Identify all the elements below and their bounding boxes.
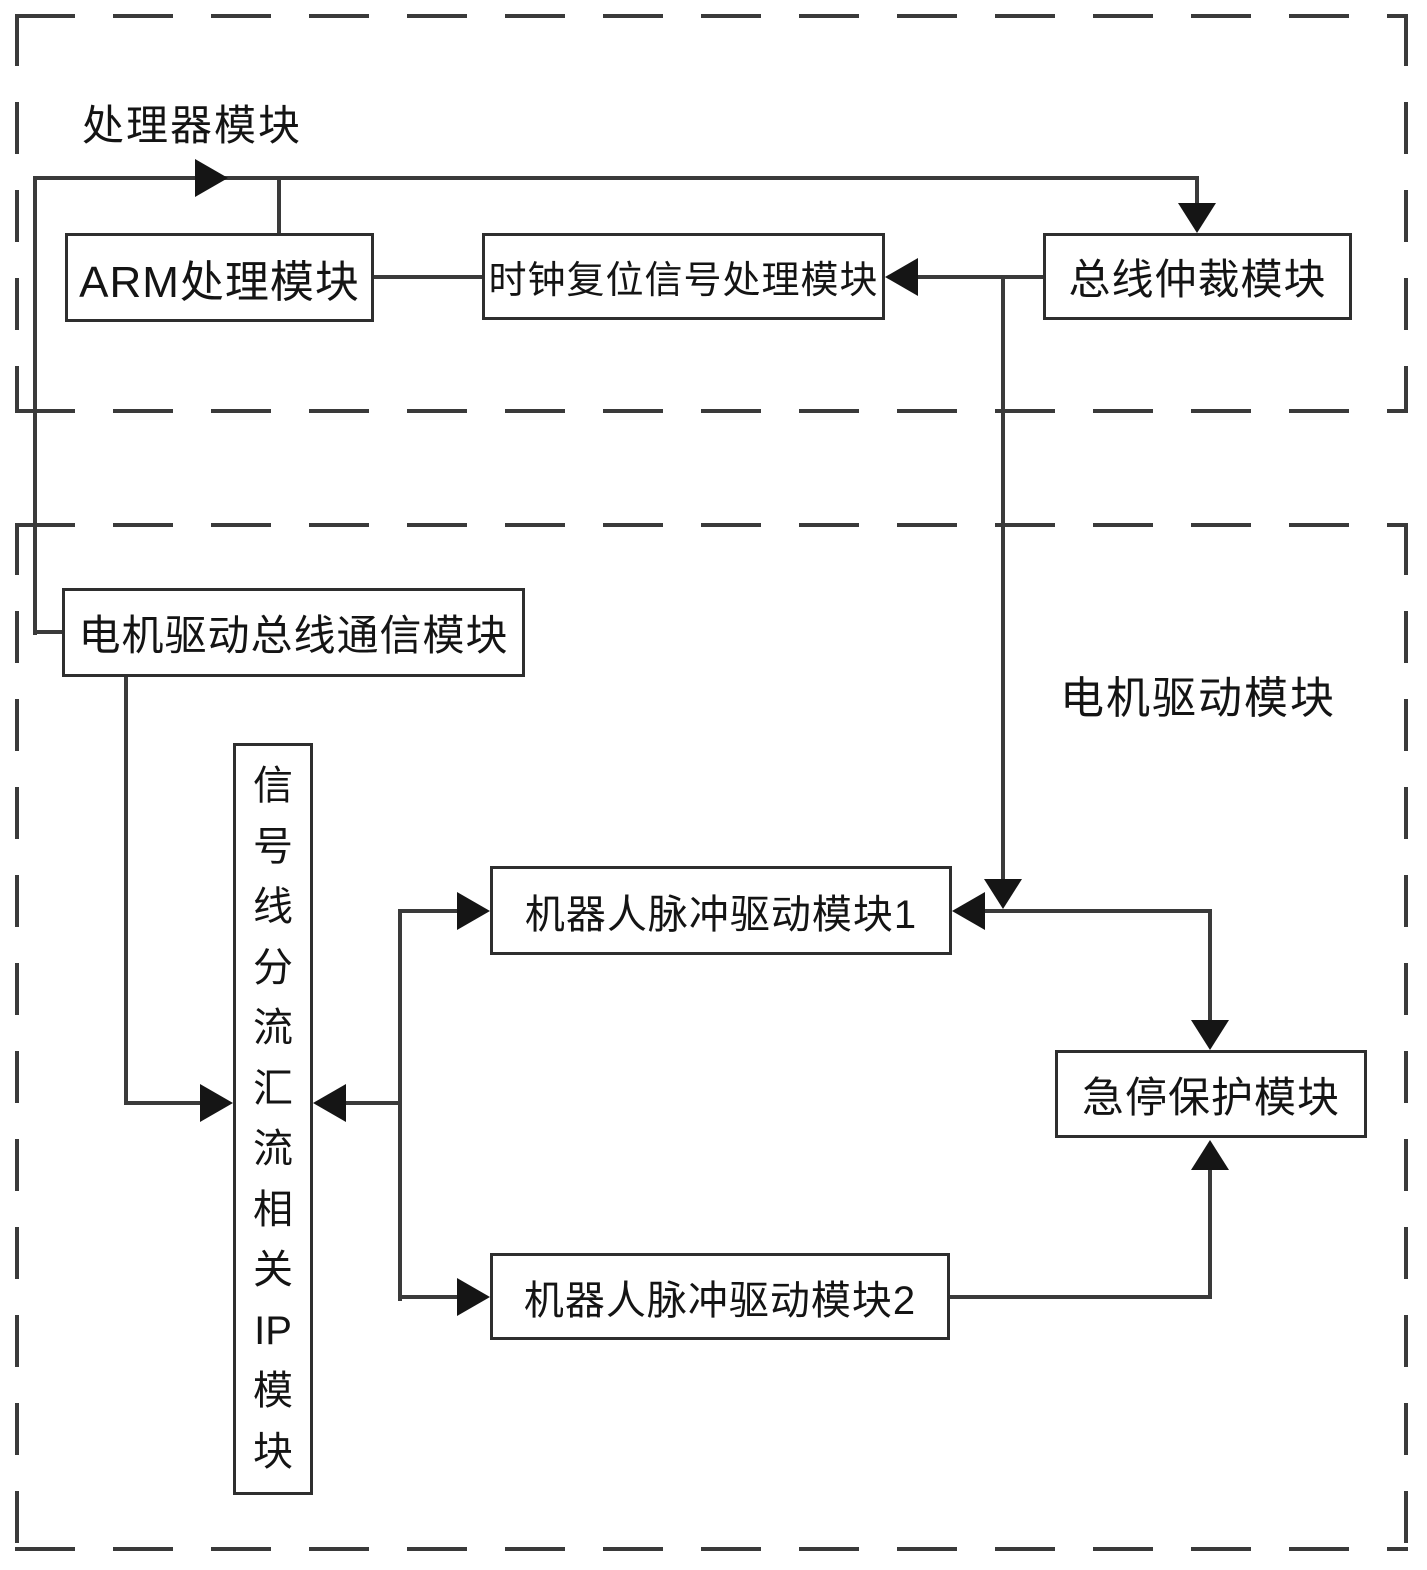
- drive2-estop-horizontal-line: [950, 1295, 1212, 1299]
- processor-container-border-left: [15, 14, 19, 413]
- motor-bus-comm-module-label: 电机驱动总线通信模块: [78, 612, 509, 659]
- top-bus-line: [33, 176, 1199, 180]
- signal-ip-char: 号: [253, 824, 293, 869]
- processor-container-border-right: [1404, 14, 1408, 413]
- signal-ip-char: 流: [253, 1006, 293, 1051]
- motor-drive-container-border-top: [15, 523, 1408, 527]
- arm-processing-module-box: ARM处理模块: [65, 233, 374, 322]
- motor-drive-container-border-right: [1404, 523, 1408, 1551]
- trunk-to-ip-line: [344, 1101, 402, 1105]
- robot-pulse-drive-module-2-label: 机器人脉冲驱动模块2: [523, 1278, 917, 1323]
- signal-ip-char: 相: [253, 1187, 293, 1232]
- signal-ip-char: 线: [253, 885, 293, 930]
- comm-to-topbus-vertical-line: [33, 176, 37, 635]
- signal-ip-char: 块: [253, 1429, 293, 1474]
- estop-protection-module-box: 急停保护模块: [1055, 1050, 1367, 1138]
- motor-drive-module-label: 电机驱动模块: [1060, 674, 1336, 723]
- estop-bottom-riser-line: [1208, 1167, 1212, 1299]
- comm-bottom-vertical-line: [124, 677, 128, 1105]
- arrowhead-left-icon: [952, 892, 985, 930]
- motor-bus-comm-module-box: 电机驱动总线通信模块: [62, 588, 525, 677]
- arm-clock-line: [374, 275, 484, 279]
- signal-ip-char: 信: [253, 764, 293, 809]
- signal-ip-char: 分: [253, 945, 293, 990]
- processor-module-label: 处理器模块: [82, 102, 303, 149]
- robot-pulse-drive-module-2-box: 机器人脉冲驱动模块2: [490, 1253, 950, 1340]
- clock-reset-signal-module-label: 时钟复位信号处理模块: [488, 260, 879, 302]
- robot-pulse-drive-module-1-box: 机器人脉冲驱动模块1: [490, 866, 952, 955]
- topbus-to-arm-drop-line: [277, 178, 281, 235]
- arrowhead-left-icon: [885, 258, 918, 296]
- motor-drive-container-border-left: [15, 523, 19, 1551]
- bus-arbiter-module-label: 总线仲裁模块: [1068, 256, 1327, 303]
- trunk-to-drive2-line: [400, 1295, 460, 1299]
- signal-ip-module-box: 信 号 线 分 流 汇 流 相 关 IP 模 块: [233, 743, 313, 1495]
- arrowhead-right-icon: [457, 1278, 490, 1316]
- arrowhead-down-icon: [1191, 1020, 1229, 1050]
- bus-arbiter-module-box: 总线仲裁模块: [1043, 233, 1352, 320]
- arm-processing-module-label: ARM处理模块: [79, 257, 360, 307]
- drive1-estop-horizontal-line: [978, 909, 1212, 913]
- robot-pulse-drive-module-1-label: 机器人脉冲驱动模块1: [524, 892, 918, 937]
- arrowhead-right-icon: [200, 1084, 233, 1122]
- signal-ip-char: 关: [253, 1248, 293, 1293]
- signal-ip-char: IP: [254, 1308, 292, 1353]
- signal-ip-char: 模: [253, 1369, 293, 1414]
- trunk-to-drive1-line: [400, 909, 460, 913]
- arrowhead-up-icon: [1191, 1140, 1229, 1170]
- estop-top-drop-line: [1208, 911, 1212, 1023]
- motor-drive-container-border-bottom: [15, 1547, 1408, 1551]
- signal-ip-char: 汇: [253, 1066, 293, 1111]
- arbiter-clock-line: [912, 275, 1045, 279]
- processor-container-border-bottom: [15, 409, 1408, 413]
- arrowhead-left-icon: [313, 1084, 346, 1122]
- comm-left-entry-line: [33, 630, 65, 634]
- processor-container-border-top: [15, 14, 1408, 18]
- signal-ip-char: 流: [253, 1127, 293, 1172]
- topbus-to-arbiter-drop-line: [1195, 178, 1199, 208]
- arbiter-down-trunk-line: [1001, 277, 1005, 882]
- comm-to-ip-line: [124, 1101, 204, 1105]
- arrowhead-right-icon: [195, 159, 228, 197]
- arrowhead-right-icon: [457, 892, 490, 930]
- branch-trunk-vertical-line: [398, 909, 402, 1301]
- estop-protection-module-label: 急停保护模块: [1081, 1073, 1340, 1121]
- clock-reset-signal-module-box: 时钟复位信号处理模块: [482, 233, 885, 320]
- arrowhead-down-icon: [1178, 203, 1216, 233]
- arrowhead-down-icon: [984, 879, 1022, 909]
